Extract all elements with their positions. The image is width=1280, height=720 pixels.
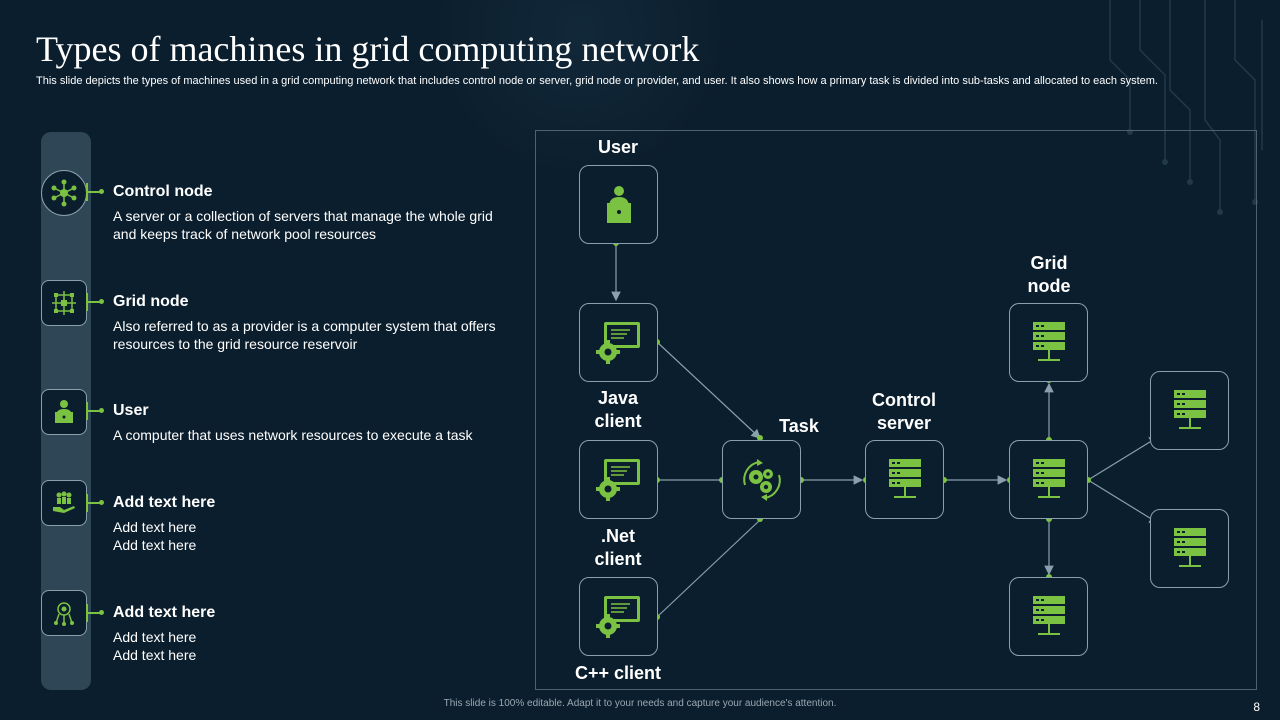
monitor-gear-icon	[595, 321, 640, 364]
java-client-node	[579, 303, 658, 382]
label-user: User	[597, 137, 639, 157]
label-control-server: Control server	[872, 390, 936, 433]
server-icon	[1032, 595, 1065, 635]
item-description: Also referred to as a provider is a comp…	[113, 318, 496, 352]
control-server-node	[865, 440, 944, 519]
item-connector	[86, 494, 104, 512]
monitor-gear-icon	[595, 458, 640, 501]
label-grid-node: Grid node	[1027, 253, 1071, 296]
item-heading: User	[113, 402, 149, 419]
user-laptop-icon	[606, 185, 631, 223]
user-node	[579, 165, 658, 244]
item-heading: Grid node	[113, 293, 189, 310]
page-title: Types of machines in grid computing netw…	[36, 29, 700, 69]
item-connector	[86, 402, 104, 420]
server-icon	[1032, 321, 1065, 361]
label-java-client: Java client	[594, 388, 642, 431]
footer-note: This slide is 100% editable. Adapt it to…	[443, 698, 837, 709]
item-connector	[86, 183, 104, 201]
label-task: Task	[779, 416, 819, 436]
label-cpp-client: C++ client	[574, 663, 662, 683]
server-icon	[888, 458, 921, 498]
page-number: 8	[1253, 700, 1260, 714]
hub-icon	[41, 170, 87, 216]
net-client-node	[579, 440, 658, 519]
task-node	[722, 440, 801, 519]
grid-node-top	[1009, 303, 1088, 382]
diagram-panel	[535, 130, 1257, 690]
item-description: A server or a collection of servers that…	[113, 208, 493, 242]
item-heading: Add text here	[113, 604, 216, 621]
item-heading: Add text here	[113, 494, 216, 511]
item-heading: Control node	[113, 183, 213, 200]
gears-cycle-icon	[742, 458, 781, 501]
gear-circuit-icon	[41, 590, 87, 636]
server-icon	[1173, 389, 1206, 429]
item-description: Add text here Add text here	[113, 629, 197, 663]
server-icon	[1173, 527, 1206, 567]
item-description: Add text here Add text here	[113, 519, 197, 553]
grid-node-right-bottom	[1150, 509, 1229, 588]
grid-node-bottom	[1009, 577, 1088, 656]
item-description: A computer that uses network resources t…	[113, 427, 473, 443]
page-subtitle: This slide depicts the types of machines…	[36, 75, 1158, 87]
label-net-client: .Net client	[594, 526, 642, 569]
grid-node-right-top	[1150, 371, 1229, 450]
server-icon	[1032, 458, 1065, 498]
cpp-client-node	[579, 577, 658, 656]
item-connector	[86, 604, 104, 622]
team-hand-icon	[41, 480, 87, 526]
item-connector	[86, 293, 104, 311]
monitor-gear-icon	[595, 595, 640, 638]
grid-node-center	[1009, 440, 1088, 519]
user-laptop-icon	[41, 389, 87, 435]
